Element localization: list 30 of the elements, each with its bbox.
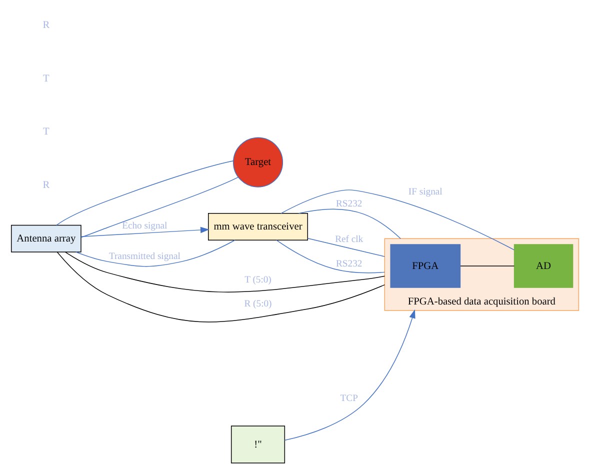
edge-label: R (5:0) [244,298,272,310]
edge-label: TCP [340,393,358,404]
node-box: Antenna array [10,224,82,252]
node-box: mm wave transceiver [208,213,308,240]
edge-label: T (5:0) [244,274,272,286]
arrow [80,226,210,238]
label: T [43,126,50,138]
connector [64,252,386,292]
edge-label: IF signal [408,186,442,198]
connector [276,240,386,274]
node-circle: Target [232,137,284,188]
label: R [42,20,50,32]
label: R [42,180,50,192]
node-box: AD [514,244,574,288]
arrow [284,309,416,441]
connector [307,238,386,257]
connector [56,160,234,226]
edge-label: Echo signal [122,220,168,232]
label: T [43,73,50,84]
edge-label: Ref clk [335,234,364,245]
edge-label: RS232 [336,258,362,270]
node-box: FPGA [390,244,461,288]
edge-label: RS232 [336,198,362,210]
connector [80,176,239,238]
connector [298,208,401,239]
connector [56,252,386,322]
node-box: !" [230,426,286,464]
connector [76,240,236,267]
edge-label: Transmitted signal [108,250,180,262]
connector [280,190,515,250]
